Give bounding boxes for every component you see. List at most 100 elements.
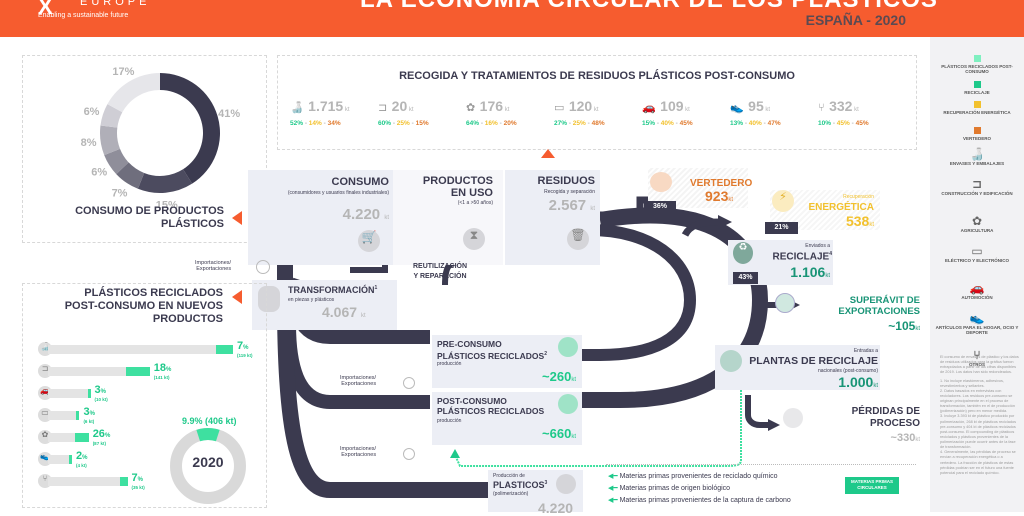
waste-pcts: 27% - 25% - 48% [554, 120, 605, 127]
consumo-value: 4.220 kt [342, 206, 389, 223]
legend-sector: ⊐CONSTRUCCIÓN Y EDIFICACIÓN [930, 177, 1024, 196]
recycled-bar-label: 3%(6 kt) [83, 406, 95, 425]
recycling-plant-icon [558, 394, 578, 414]
vertedero-title: VERTEDERO [690, 178, 753, 189]
trash-icon: 🗑 [567, 228, 589, 250]
reciclaje-title: RECICLAJE4 [772, 251, 832, 263]
donut-label-5: 6% [84, 106, 100, 118]
recycled-bar-fill [216, 345, 233, 354]
residuos-box: RESIDUOS Recogida y separación 2.567 kt … [505, 170, 600, 265]
recycled-bar-fill [125, 367, 150, 376]
bottle-icon: 🍶 [969, 147, 985, 161]
factory-icon [556, 474, 576, 494]
plantas-title: PLANTAS DE RECICLAJE [749, 355, 878, 367]
impexp-label-2: Importaciones/ Exportaciones [340, 375, 377, 387]
recycled-bar-fill [74, 433, 89, 442]
superavit-value: ~105kt [888, 319, 920, 333]
vertedero-value: 923kt [705, 188, 734, 204]
recycled-bar-bg [48, 345, 233, 354]
consumption-title: CONSUMO DE PRODUCTOS PLÁSTICOS [75, 205, 224, 230]
energia-title: ENERGÉTICA [808, 202, 874, 213]
total-recycled-text: 9.9% (406 kt) [182, 416, 237, 426]
donut-slice-5 [100, 104, 123, 128]
waste-pcts: 10% - 45% - 45% [818, 120, 869, 127]
waste-item: ⊐ 20 kt 60% - 25% - 15% [378, 98, 463, 127]
materias-badge: MATERIAS PRIMAS CIRCULARES [845, 477, 899, 494]
globe-icon [403, 448, 415, 460]
perdidas-title: PÉRDIDAS DE PROCESO [851, 406, 920, 429]
donut-slice-6 [107, 73, 160, 113]
globe-icon [256, 260, 270, 274]
recycled-bar-fill [69, 455, 73, 464]
preconsumo-box: PRE-CONSUMO PLÁSTICOS RECICLADOS2 produc… [432, 335, 582, 388]
perdidas-value: ~330kt [890, 432, 920, 444]
legend-sector: ⑂OTROS [930, 348, 1024, 367]
inner-loop-path [440, 224, 697, 361]
recycled-products-panel [22, 283, 267, 508]
recycled-bar-label: 3%(10 kt) [94, 384, 108, 403]
page-subtitle: ESPAÑA - 2020 [805, 12, 906, 28]
productos-box: PRODUCTOS EN USO (<1 a >50 años) ⧗ [393, 170, 503, 265]
waste-pcts: 60% - 25% - 15% [378, 120, 429, 127]
legend-panel [930, 37, 1024, 512]
globe-icon [775, 293, 795, 313]
factory-parts-icon [258, 286, 280, 312]
chair-icon: ⑂ [818, 102, 825, 114]
donut-label-6: 17% [112, 66, 134, 78]
pointer-up-icon [541, 149, 555, 158]
recycled-bar-label: 26%(87 kt) [92, 428, 111, 447]
recycled-bar-bg [48, 433, 89, 442]
recycled-bar-bg [48, 477, 128, 486]
energia-value: 538kt [845, 213, 874, 229]
legend-sector: 🍶ENVASES Y EMBALAJES [930, 147, 1024, 166]
waste-item: 🍶 1.715 kt 52% - 14% - 34% [290, 98, 375, 127]
reuse-label: REUTILIZACIÓN Y REPARACIÓN [413, 263, 468, 280]
legend-swatch [973, 55, 981, 62]
year-label: 2020 [192, 454, 224, 470]
plantas-box [715, 345, 880, 390]
vertedero-pct: 36% [644, 201, 676, 213]
recycled-bar-bg [48, 411, 80, 420]
consumption-panel [22, 55, 267, 243]
legend-item: PLÁSTICOS RECICLADOS POST-CONSUMO [930, 55, 1024, 74]
reciclaje-pct: 43% [733, 272, 758, 284]
legend-sector: ▭ELÉCTRICO Y ELECTRÓNICO [930, 244, 1024, 263]
recycling-plant-icon [558, 337, 578, 357]
superavit-title: SUPERÁVIT DE EXPORTACIONES [838, 295, 920, 317]
donut-label-4: 8% [81, 137, 97, 149]
arrow-left-icon: ◀━ [608, 473, 618, 480]
footnotes: El consumo de envases de plástico y los … [940, 355, 1019, 475]
recycled-bar-label: 7%(35 kt) [131, 472, 145, 491]
donut-slice-4 [100, 125, 121, 156]
waste-value: 120 [568, 98, 593, 114]
preconsumo-value: ~260kt [542, 369, 576, 384]
page-title: LA ECONOMÍA CIRCULAR DE LOS PLÁSTICOS [360, 0, 938, 14]
waste-value: 95 [748, 98, 764, 114]
recycled-bar-label: 2%(4 kt) [76, 450, 88, 469]
legend-sector: 👟ARTÍCULOS PARA EL HOGAR, OCIO Y DEPORTE [930, 311, 1024, 335]
energia-pct: 21% [765, 222, 798, 234]
legend-sector: 🚗AUTOMOCIÓN [930, 281, 1024, 300]
recycled-bar-fill [120, 477, 128, 486]
car-icon: 🚗 [642, 102, 656, 114]
arrow-left-icon: ◀━ [608, 497, 618, 504]
waste-item: ✿ 176 kt 64% - 16% - 20% [466, 98, 551, 127]
bottle-icon: 🍶 [290, 102, 304, 114]
shoe-icon: 👟 [969, 311, 985, 325]
waste-value: 176 [479, 98, 504, 114]
recycled-bar-bg [48, 367, 150, 376]
postconsumo-value: ~660kt [542, 426, 576, 441]
produccion-value: 4.220 [538, 500, 574, 516]
legend-item: RECUPERACIÓN ENERGÉTICA [930, 101, 1024, 115]
pipe-icon: ⊐ [378, 102, 388, 114]
waste-pcts: 52% - 14% - 34% [290, 120, 341, 127]
factory-icon [783, 408, 803, 428]
recycle-bin-icon: ♻ [733, 242, 753, 264]
cart-icon: 🛒 [358, 230, 380, 252]
waste-collection-title: RECOGIDA Y TRATAMIENTOS DE RESIDUOS PLÁS… [399, 70, 795, 82]
plantas-value: 1.000kt [838, 374, 878, 390]
transformacion-value: 4.067 kt [322, 304, 366, 320]
recycled-bar-label: 18%(141 kt) [153, 362, 172, 381]
transformacion-box: TRANSFORMACIÓN1 en piezas y plásticos 4.… [252, 280, 397, 330]
recycled-bar-label: 7%(119 kt) [237, 340, 253, 359]
